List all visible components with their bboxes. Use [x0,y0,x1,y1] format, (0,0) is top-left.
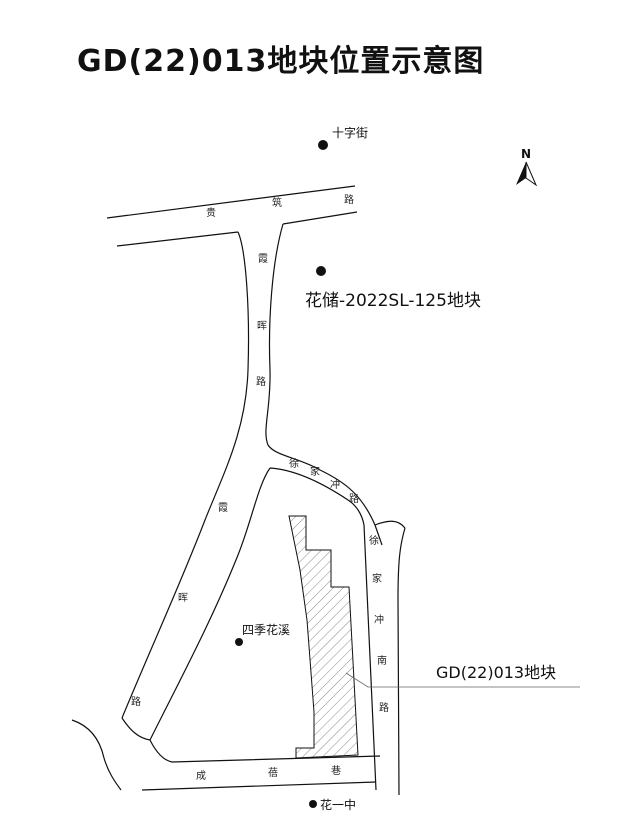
road-char: 冲 [330,478,340,491]
road-char: 霞 [258,253,268,265]
north-label: N [521,147,531,161]
road-label-xiahui-north: 霞 晖 路 [256,253,268,388]
road-label-xujiachong-south: 徐 家 冲 南 路 [369,534,389,714]
road-char: 南 [377,654,387,667]
road-char: 霞 [218,502,228,514]
road-guizhu [106,185,358,247]
road-chengqiao [71,717,381,791]
road-char: 徐 [289,457,299,470]
road-char: 家 [310,465,320,478]
poi-dot-huachu [316,266,326,276]
road-char: 家 [372,572,382,585]
road-xiahui [121,223,383,741]
road-label-chengqiao: 成 蓓 巷 [196,765,341,782]
road-char: 成 [196,770,206,782]
road-char: 蓓 [268,767,278,779]
site-parcel-gd22-013 [288,515,359,759]
poi-label-sijihuaxi: 四季花溪 [242,622,290,637]
road-label-xujiachong: 徐 家 冲 路 [289,457,359,505]
road-char: 路 [256,375,266,388]
poi-label-shizijie: 十字街 [332,125,368,140]
road-char: 路 [131,695,141,708]
road-label-xiahui-south: 霞 晖 路 [131,502,228,708]
road-char: 贵 [206,206,216,219]
road-char: 晖 [257,320,267,332]
callout-label: GD(22)013地块 [436,663,556,682]
road-char: 冲 [374,613,384,626]
north-arrow: N [516,147,538,187]
road-char: 巷 [331,765,341,777]
road-char: 徐 [369,534,379,547]
poi-label-huayizhong: 花一中 [320,797,356,812]
callout-leader-line [345,672,580,688]
page-title: GD(22)013地块位置示意图 [77,44,485,79]
road-label-guizhu: 贵 筑 路 [206,193,354,219]
road-char: 晖 [178,592,188,604]
road-xujiachong [269,467,406,796]
poi-label-huachu: 花储-2022SL-125地块 [305,291,481,311]
north-arrow-icon [516,162,526,185]
poi-dot-huayizhong [309,800,317,808]
road-char: 筑 [272,196,282,209]
road-char: 路 [349,492,359,505]
poi-dot-sijihuaxi [235,638,243,646]
road-char: 路 [344,193,354,206]
poi-dot-shizijie [318,140,328,150]
road-char: 路 [379,701,389,714]
